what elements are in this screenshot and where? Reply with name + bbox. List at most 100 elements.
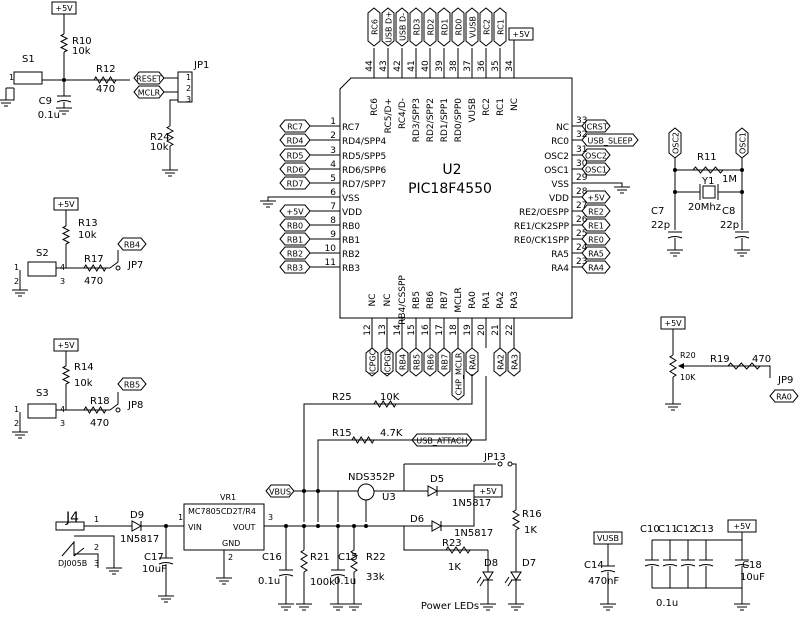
supply-5v-out-text: +5V [479, 487, 497, 496]
r19-val: 470 [752, 354, 771, 365]
net-label-bottom-19-text: RA0 [469, 354, 478, 370]
pin-name: RC0 [551, 137, 569, 147]
net-label-left-1 [279, 119, 311, 133]
pin-name: VSS [342, 194, 360, 204]
r21-val: 100k [310, 577, 335, 588]
r17 [83, 264, 107, 272]
jp13-ref: JP13 [483, 452, 506, 463]
s3-pin2: 2 [14, 419, 19, 428]
net-label-bottom-17 [437, 347, 451, 377]
d9-val: 1N5817 [120, 534, 159, 545]
supply-pot [660, 316, 686, 330]
supply-pot-text: +5V [664, 319, 682, 328]
j4-ref: J4 [65, 510, 79, 526]
junction-dot [62, 78, 66, 82]
r18 [83, 406, 107, 414]
net-label-left-9-text: RB1 [287, 236, 303, 245]
chip-part: PIC18F4550 [408, 181, 492, 197]
wire [169, 99, 178, 126]
net-label-left-5-text: RD7 [287, 180, 304, 189]
c8-ref: C8 [722, 206, 735, 217]
net-label-right-27-text: RE2 [588, 208, 604, 217]
net-rb5 [117, 377, 147, 391]
net-label-left-7-text: +5V [286, 208, 304, 217]
vr1-pin: 2 [228, 553, 233, 562]
jp1-pin3: 3 [186, 95, 191, 104]
net-label-top-41-text: RD3 [413, 19, 422, 36]
net-label-bottom-22 [507, 347, 521, 377]
net-label-left-2-text: RD4 [287, 137, 304, 146]
c14-ref: C14 [584, 560, 604, 571]
r14-ref: R14 [74, 362, 94, 373]
vr1-ref: VR1 [220, 493, 236, 502]
net-label-bottom-18 [451, 347, 465, 401]
r23-ref: R23 [442, 538, 462, 549]
net-label-top-37-text: VUSB [469, 16, 478, 38]
wire [512, 463, 517, 510]
net-label-bottom-12 [365, 347, 379, 377]
d7-ray2 [507, 579, 513, 587]
net-label-top-44 [367, 7, 381, 47]
r16-ref: R16 [522, 509, 542, 520]
pin-name: RC6 [370, 98, 380, 116]
s3-pin3: 3 [60, 419, 65, 428]
d7 [510, 571, 522, 581]
net-label-bottom-21-text: RA2 [497, 354, 506, 370]
texts: U2PIC18F45501RC7RC72RD4/SPP4RD43RD5/SPP5… [9, 4, 793, 612]
r23-val: 1K [448, 562, 461, 573]
c18-val: 10uF [740, 572, 765, 583]
c18-plate [734, 564, 750, 567]
r11-val: 1M [722, 174, 737, 185]
vr1-vin: VIN [188, 523, 202, 532]
vr1-vout: VOUT [233, 523, 255, 532]
net-vbus-text: VBUS [269, 488, 291, 497]
supply-decouple-text: +5V [733, 522, 751, 531]
d6-ref: D6 [410, 514, 424, 525]
net-label-bottom-14 [395, 347, 409, 377]
net-label-top-37 [465, 7, 479, 47]
pin-number: 3 [330, 146, 336, 156]
supply-reset [51, 1, 77, 15]
d6 [431, 520, 443, 532]
decouple-cap-plate [680, 564, 696, 567]
r10-ref: R10 [72, 36, 92, 47]
pin-name: VDD [549, 194, 569, 204]
r12-ref: R12 [96, 64, 116, 75]
pin-number: 28 [576, 187, 588, 197]
r11-ref: R11 [697, 152, 717, 163]
r22 [350, 549, 358, 573]
net-label-left-5 [279, 176, 311, 190]
decouple-cap-val: 0.1u [656, 598, 678, 609]
net-label-top-38 [451, 7, 465, 47]
pin-number: 21 [491, 324, 501, 335]
wire [73, 547, 85, 557]
supply-nc-34 [508, 27, 534, 41]
net-label-left-4-text: RD6 [287, 166, 304, 175]
pin-name: RD6/SPP6 [342, 166, 387, 176]
s2-pin4: 4 [60, 263, 65, 272]
net-label-bottom-13-text: ICPGD [384, 349, 393, 374]
net-label-right-32-text: USB_SLEEP [588, 137, 633, 146]
vss-wire [267, 196, 310, 201]
d8 [482, 571, 494, 581]
pin-number: 16 [421, 324, 431, 336]
pin-number: 41 [407, 60, 417, 71]
pin-name: MCLR [454, 287, 464, 312]
d7-ref: D7 [522, 558, 536, 569]
decouple-cap-plate [662, 564, 678, 567]
net-label-top-43 [381, 7, 395, 47]
r10-val: 10k [72, 46, 91, 57]
wire [403, 526, 488, 551]
wire [6, 88, 15, 101]
vr1-pin: 3 [268, 513, 273, 522]
supply-decouple [727, 519, 757, 533]
pin-name: RB4/CSSPP [398, 275, 408, 325]
s2-pin2: 2 [14, 277, 19, 286]
pin-name: RA2 [496, 291, 506, 309]
junction-dot [302, 524, 306, 528]
net-label-right-31 [581, 148, 611, 162]
pin-name: RA0 [468, 291, 478, 309]
r17-val: 470 [84, 276, 103, 287]
c8-plate [734, 236, 750, 239]
pin-name: RB7 [440, 291, 450, 309]
